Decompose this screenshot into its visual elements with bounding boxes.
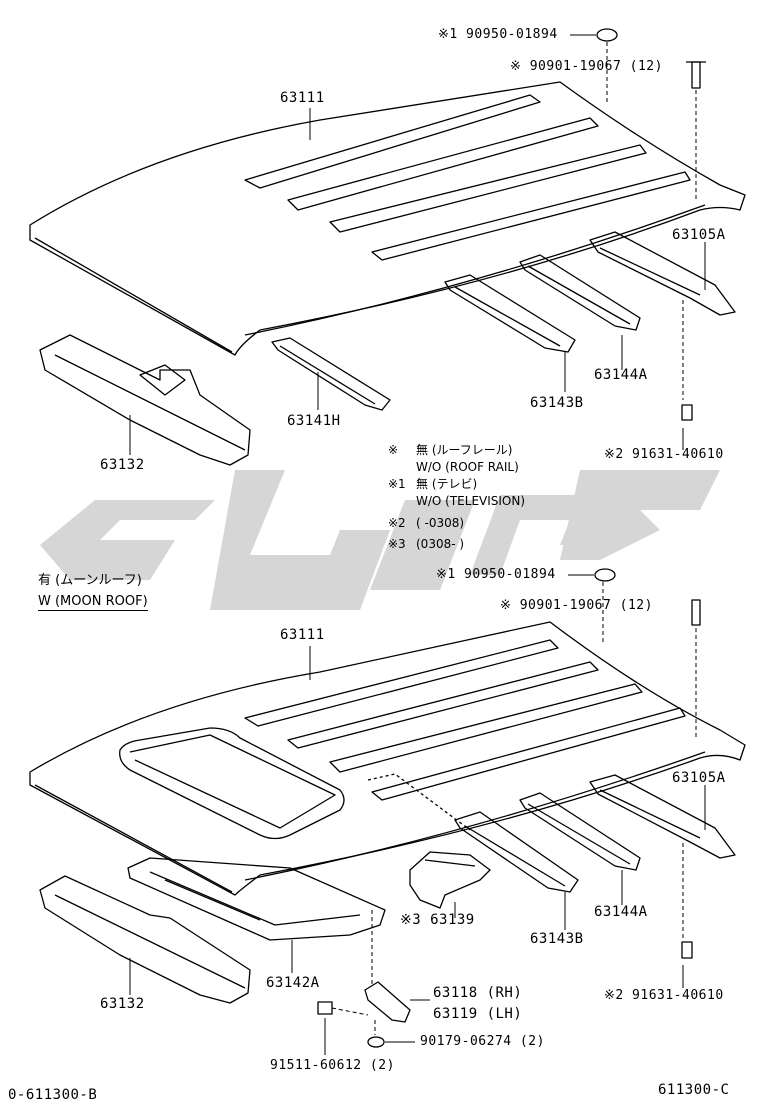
bolt-bottom-label-bottom: ※2 91631-40610: [604, 988, 724, 1003]
clip-label: 90179-06274 (2): [420, 1034, 545, 1049]
legend-en: W/O (TELEVISION): [416, 494, 526, 508]
bolt-icon: [317, 61, 706, 1048]
reinforcement-63144a-label-top: 63144A: [594, 367, 648, 383]
legend-mark: ※: [388, 443, 399, 457]
roof-panel-label-top: 63111: [280, 90, 325, 106]
bracket-63139: [409, 851, 491, 909]
legend-mark: ※1: [388, 477, 406, 491]
reinforcement-63143b-label-bottom: 63143B: [530, 931, 584, 947]
reinforcement-63144a-bottom: [519, 792, 641, 871]
reinforcement-63141h-top: [271, 337, 391, 411]
variant-caption-en: W (MOON ROOF): [38, 594, 148, 611]
roof-panel-label-bottom: 63111: [280, 627, 325, 643]
reinforcement-63105a-label-top: 63105A: [672, 227, 726, 243]
leader-lines: [129, 34, 706, 1055]
variant-caption-jp: 有 (ムーンルーフ): [38, 573, 142, 588]
reinforcement-63143b-top: [444, 274, 576, 353]
legend-mark: ※3: [388, 537, 406, 551]
front-header-63132-top: [39, 334, 251, 466]
bolt-part-number-bottom: ※ 90901-19067 (12): [500, 598, 653, 613]
front-header-label-bottom: 63132: [100, 996, 145, 1012]
legend-en: W/O (ROOF RAIL): [416, 460, 519, 474]
reinforcement-63143b-label-top: 63143B: [530, 395, 584, 411]
reinforcement-63105a-label-bottom: 63105A: [672, 770, 726, 786]
reinforcement-63143b-bottom: [454, 811, 579, 893]
bolt-part-number-top: ※ 90901-19067 (12): [510, 59, 663, 74]
screw-label: 91511-60612 (2): [270, 1058, 395, 1073]
plug-part-number-top: ※1 90950-01894: [438, 27, 558, 42]
bracket-lh-label: 63119 (LH): [433, 1006, 523, 1022]
plug-part-number-bottom: ※1 90950-01894: [436, 567, 556, 582]
bracket-rh-label: 63118 (RH): [433, 985, 523, 1001]
front-header-label-top: 63132: [100, 457, 145, 473]
legend-jp: (0308- ): [416, 537, 465, 551]
reinforcement-63105a-bottom: [589, 774, 736, 859]
housing-63142a-label: 63142A: [266, 975, 320, 991]
watermark-logo: [40, 470, 720, 610]
bracket-63139-label: ※3 63139: [400, 912, 475, 928]
legend-mark: ※2: [388, 516, 406, 530]
diagram-code-left: 0-611300-B: [8, 1087, 98, 1103]
bolt-bottom-label-top: ※2 91631-40610: [604, 447, 724, 462]
legend-jp: 無 (テレビ): [416, 477, 478, 491]
reinforcement-63144a-label-bottom: 63144A: [594, 904, 648, 920]
roof-panel-bottom: [29, 621, 746, 896]
diagram-code-right: 611300-C: [658, 1082, 730, 1098]
legend-jp: ( -0308): [416, 516, 465, 530]
plug-icon: [594, 28, 618, 582]
housing-63142a: [127, 857, 386, 941]
bracket-63118: [364, 981, 411, 1023]
reinforcement-63144a-top: [519, 254, 641, 331]
front-header-63132-bottom: [39, 875, 251, 1004]
reinforcement-63141h-label-top: 63141H: [287, 413, 341, 429]
reinforcement-63105a-top: [589, 231, 736, 316]
legend-jp: 無 (ルーフレール): [416, 443, 513, 457]
roof-panel-top: [29, 81, 746, 356]
